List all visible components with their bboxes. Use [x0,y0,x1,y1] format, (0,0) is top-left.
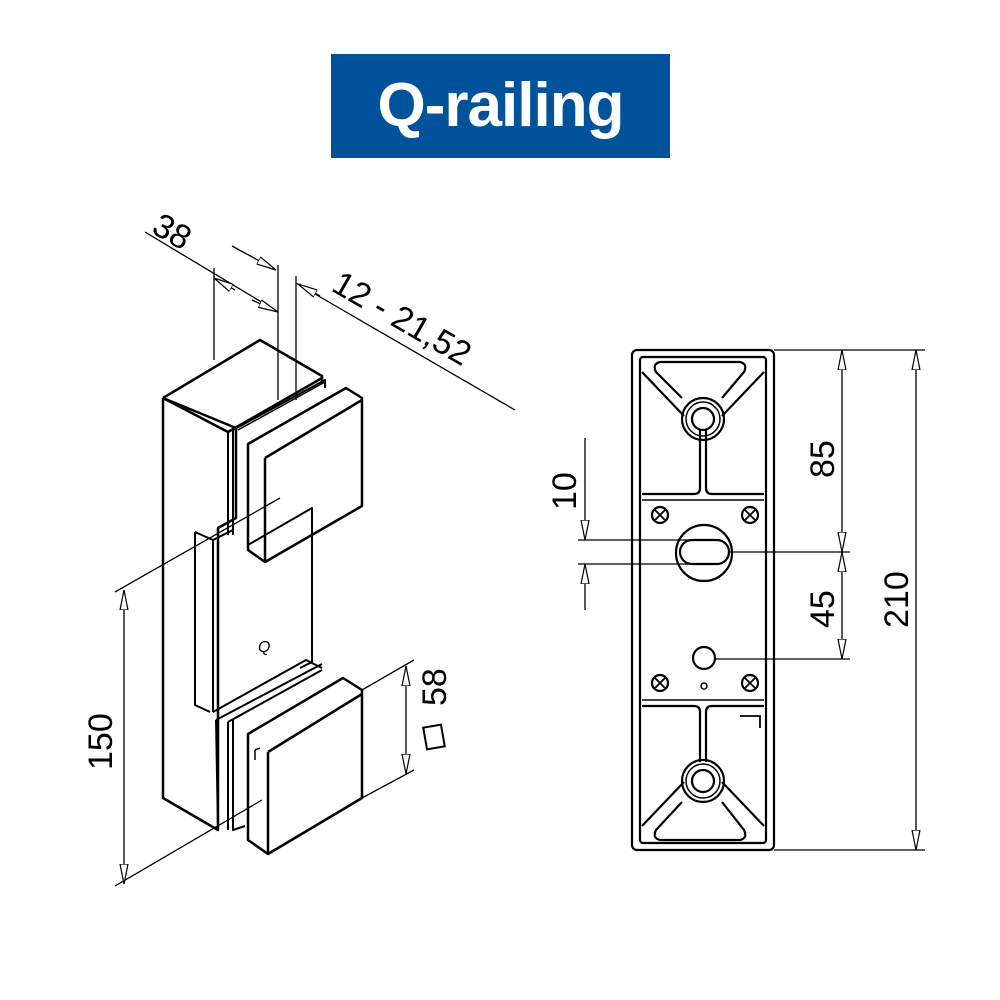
screw-icon [740,505,760,525]
screw-icon [740,673,760,693]
square-symbol-icon [422,723,446,751]
dim-10-label: 10 [546,472,584,510]
top-clamp-plate [246,386,364,564]
dim-45-label: 45 [804,590,842,628]
top-mount-hole-outer [680,396,726,442]
screw-icon [650,505,670,525]
dim-85-label: 85 [804,440,842,478]
dim-38-label: 38 [146,206,198,258]
isometric-view: Q [161,338,364,856]
body-outline [161,396,238,832]
dim-210-label: 210 [878,571,916,628]
front-view [630,348,776,852]
front-view-dimensions [578,349,925,851]
top-mount-hole [690,406,716,432]
logo-text: Q-railing [377,71,625,140]
dim-58-label: 58 [416,668,454,706]
locating-hole [691,645,717,671]
q-railing-logo: Q-railing [331,54,670,158]
isometric-dimensions [114,231,516,887]
adjustment-slot [678,538,731,566]
dim-glass-thickness-label: 12 - 21,52 [326,264,478,373]
slot-surround [674,523,734,583]
screw-icon [650,673,670,693]
body-q-mark: Q [258,639,270,656]
bottom-mount-hole [690,768,716,794]
plate-outer [630,348,776,852]
plate-inner [638,355,768,845]
bottom-clamp-plate [246,676,364,856]
dim-150-label: 150 [82,713,120,770]
bottom-mount-hole-outer [680,758,726,804]
